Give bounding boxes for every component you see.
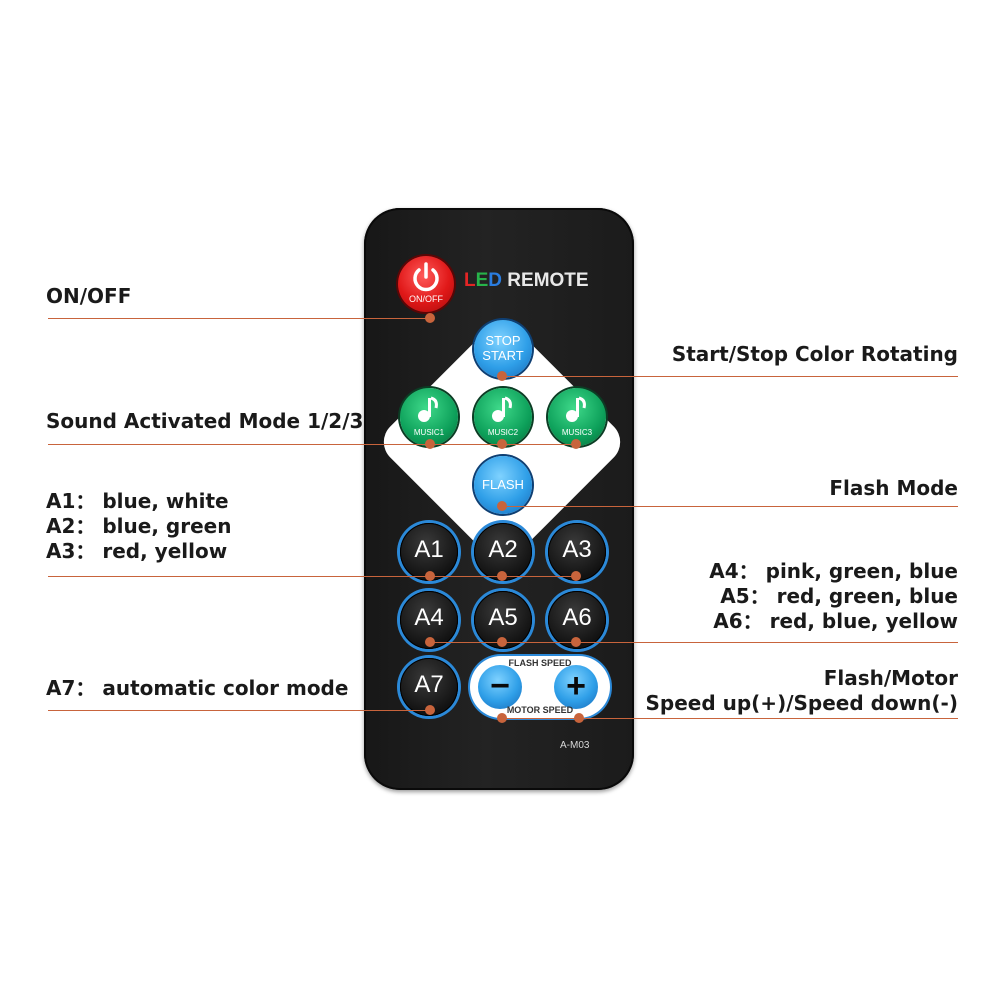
callout-a5: A5： red, green, blue: [720, 584, 958, 608]
flash-button[interactable]: FLASH: [474, 456, 532, 514]
power-label: ON/OFF: [409, 294, 443, 304]
start-label: START: [482, 348, 524, 363]
callout-a6: A6： red, blue, yellow: [713, 609, 958, 633]
power-button[interactable]: ON/OFF: [398, 256, 454, 312]
music-note-icon: [418, 396, 438, 422]
music-note-icon: [566, 396, 586, 422]
leader-dot: [497, 371, 507, 381]
speed-control: FLASH SPEED − + MOTOR SPEED: [470, 656, 610, 718]
callout-a1: A1： blue, white: [46, 489, 229, 513]
leader-line-onoff: [48, 318, 430, 319]
leader-line-a1-a3: [48, 576, 578, 577]
leader-dot: [425, 705, 435, 715]
music3-button[interactable]: MUSIC3: [548, 388, 606, 446]
leader-line-a7: [48, 710, 430, 711]
leader-dot: [497, 637, 507, 647]
music2-label: MUSIC2: [487, 428, 519, 437]
model-number: A-M03: [560, 740, 590, 751]
leader-line-sound: [48, 444, 578, 445]
speed-down-button[interactable]: −: [478, 665, 522, 709]
speed-up-button[interactable]: +: [554, 665, 598, 709]
callout-start-stop: Start/Stop Color Rotating: [671, 342, 958, 366]
leader-dot: [571, 439, 581, 449]
stop-label: STOP: [485, 333, 521, 348]
callout-flash-mode: Flash Mode: [829, 476, 958, 500]
callout-onoff: ON/OFF: [46, 284, 132, 308]
power-icon: [413, 262, 439, 292]
leader-line-speed: [502, 718, 958, 719]
music-note-icon: [492, 396, 512, 422]
leader-dot: [425, 313, 435, 323]
leader-dot: [574, 713, 584, 723]
music1-label: MUSIC1: [413, 428, 445, 437]
leader-dot: [571, 571, 581, 581]
leader-line-flash: [502, 506, 958, 507]
motor-speed-label: MOTOR SPEED: [506, 705, 574, 715]
leader-dot: [425, 439, 435, 449]
music3-label: MUSIC3: [561, 428, 593, 437]
flash-speed-label: FLASH SPEED: [508, 658, 572, 668]
callout-speed-title: Flash/Motor: [823, 666, 958, 690]
music2-button[interactable]: MUSIC2: [474, 388, 532, 446]
callout-a3: A3： red, yellow: [46, 539, 228, 563]
flash-label: FLASH: [482, 477, 524, 492]
leader-dot: [497, 571, 507, 581]
leader-dot: [425, 637, 435, 647]
leader-dot: [497, 439, 507, 449]
leader-line-start-stop: [502, 376, 958, 377]
callout-sound: Sound Activated Mode 1/2/3: [46, 409, 364, 433]
callout-speed-desc: Speed up(+)/Speed down(-): [645, 691, 958, 715]
music1-button[interactable]: MUSIC1: [400, 388, 458, 446]
led-remote-logo: LED REMOTE: [464, 270, 589, 291]
stop-start-button[interactable]: STOP START: [474, 320, 532, 378]
leader-dot: [497, 713, 507, 723]
callout-a7: A7： automatic color mode: [46, 676, 349, 700]
leader-dot: [497, 501, 507, 511]
leader-line-a4-a6: [430, 642, 958, 643]
callout-a2: A2： blue, green: [46, 514, 232, 538]
leader-dot: [571, 637, 581, 647]
callout-a4: A4： pink, green, blue: [709, 559, 958, 583]
leader-dot: [425, 571, 435, 581]
